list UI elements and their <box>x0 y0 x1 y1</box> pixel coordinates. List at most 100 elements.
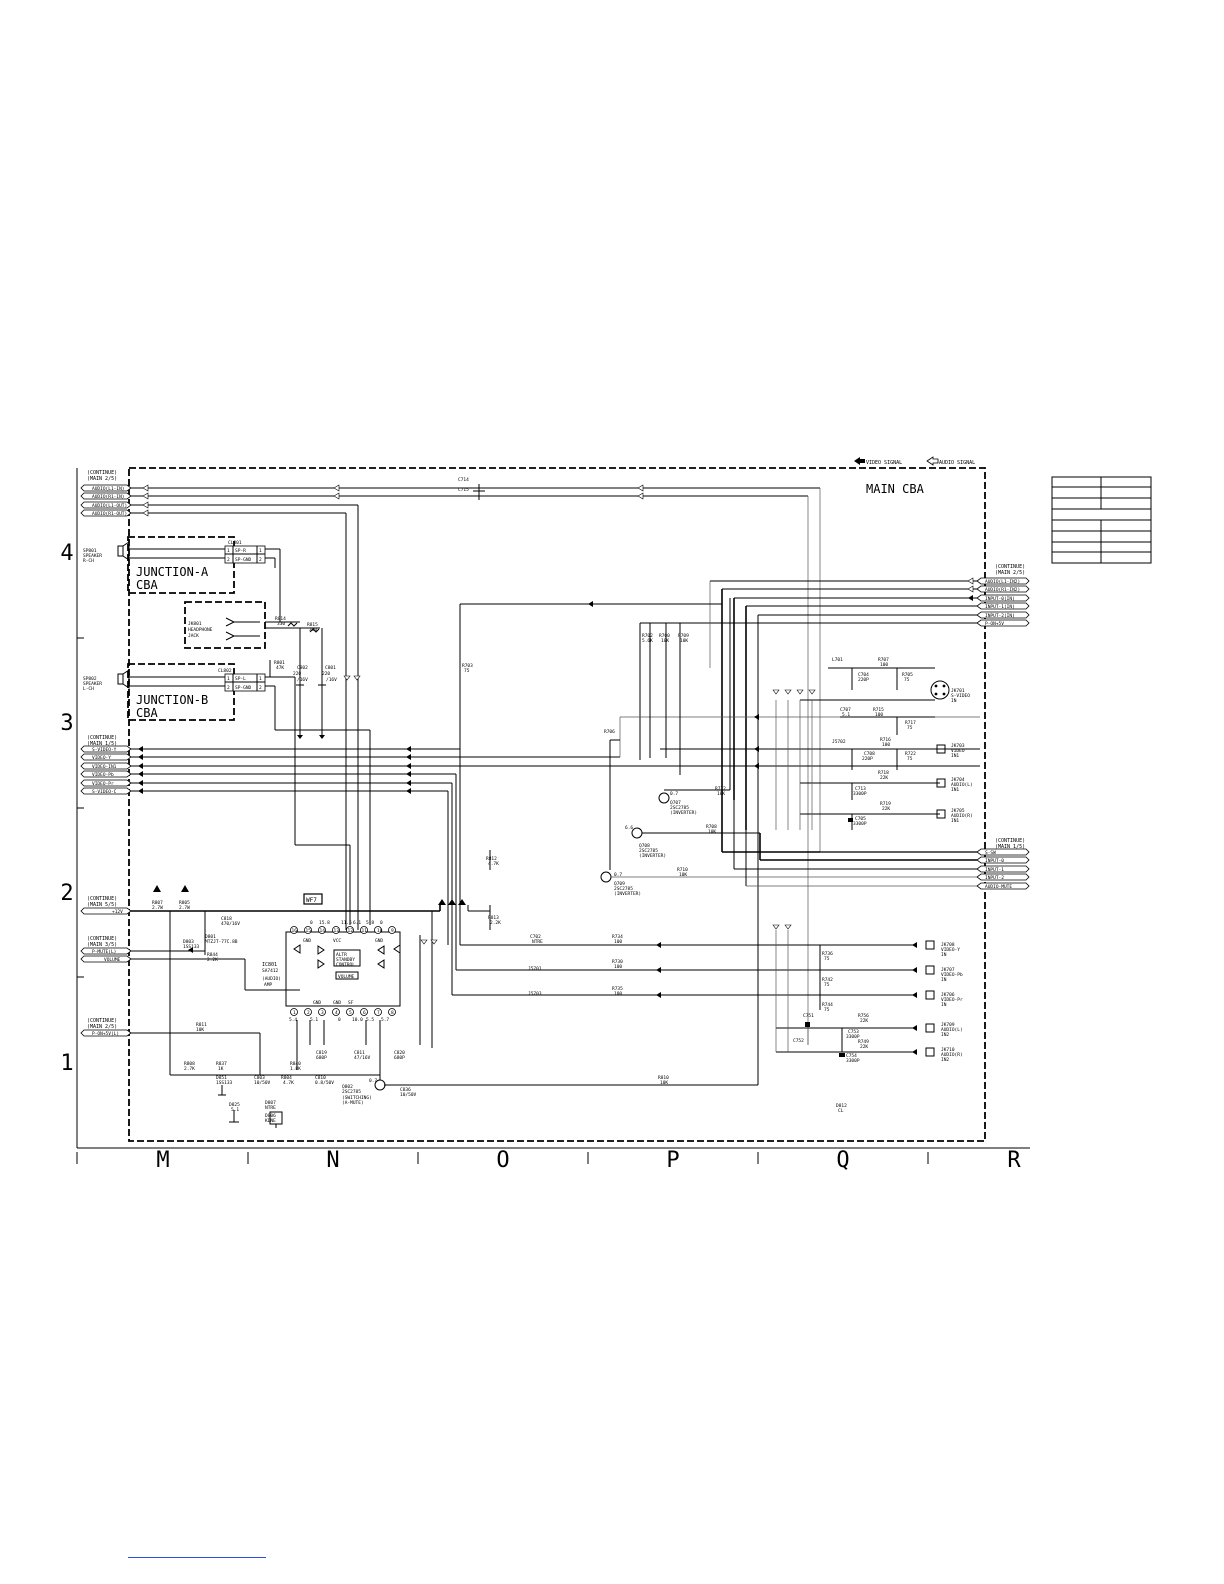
svg-text:10/50V: 10/50V <box>254 1080 271 1086</box>
svg-text:SP-GND: SP-GND <box>235 685 252 691</box>
footer-link-underline[interactable] <box>128 1557 266 1558</box>
column-letter-q: Q <box>836 1148 849 1173</box>
svg-text:C715: C715 <box>458 487 469 493</box>
svg-text:R807: R807 <box>152 900 163 906</box>
svg-text:5.6K: 5.6K <box>642 638 653 644</box>
main-cba-boundary <box>128 467 986 1142</box>
power-amp-wiring <box>131 729 758 1086</box>
svg-text:470/16V: 470/16V <box>221 921 240 927</box>
svg-text:2SC2785: 2SC2785 <box>614 886 633 892</box>
svg-text:CBA: CBA <box>136 706 158 720</box>
ic801-audio-amp: WF7 IC801 SA7412 (AUDIO) AMP ALTR STANDB… <box>262 893 401 1070</box>
column-letter-o: O <box>496 1148 509 1173</box>
svg-text:75: 75 <box>824 1007 830 1013</box>
pin-audio-r1-in: AUDIO(R1-IN) <box>92 494 125 500</box>
svg-text:R708: R708 <box>706 824 717 830</box>
svg-text:R706: R706 <box>604 729 615 735</box>
svg-text:4.7K: 4.7K <box>283 1080 294 1086</box>
svg-text:Q709: Q709 <box>614 881 625 887</box>
svg-text:SP801: SP801 <box>83 548 97 554</box>
svg-text:AUDIO(R): AUDIO(R) <box>941 1052 963 1058</box>
pin-video-pr: VIDEO-Pr <box>92 781 114 787</box>
svg-text:R702: R702 <box>642 633 653 639</box>
svg-text:/16V: /16V <box>297 677 308 683</box>
svg-text:R801: R801 <box>274 660 285 666</box>
pin-s-sw: S-SW <box>985 850 996 856</box>
ic801-pin-numbers: 16 15 14 13 12 11 10 9 1 2 3 4 5 6 7 8 <box>292 928 395 1016</box>
rca-jack-icon <box>936 744 946 754</box>
svg-text:C811: C811 <box>354 1050 365 1056</box>
svg-text:WF7: WF7 <box>306 897 317 904</box>
svg-text:C836: C836 <box>400 1087 411 1093</box>
svg-text:R815: R815 <box>307 622 318 628</box>
svg-text:JK707: JK707 <box>941 967 955 973</box>
svg-text:5.5: 5.5 <box>366 1017 374 1023</box>
svg-text:R719: R719 <box>880 801 891 807</box>
svg-text:2SC2785: 2SC2785 <box>639 848 658 854</box>
svg-text:R813: R813 <box>488 915 499 921</box>
left-connector-audio: (CONTINUE) (MAIN 2/5) AUDIO(L1-IN) AUDIO… <box>80 470 132 517</box>
svg-text:2: 2 <box>259 685 262 691</box>
svg-text:47K: 47K <box>276 665 284 671</box>
row-number-2: 2 <box>60 881 73 906</box>
svg-text:R705: R705 <box>902 672 913 678</box>
svg-text:JK710: JK710 <box>941 1047 955 1053</box>
signal-legend: VIDEO SIGNAL AUDIO SIGNAL <box>854 456 975 466</box>
svg-text:R837: R837 <box>216 1061 227 1067</box>
svg-text:D851: D851 <box>216 1075 227 1081</box>
svg-text:22K: 22K <box>882 806 890 812</box>
svg-text:680P: 680P <box>316 1055 327 1061</box>
svg-text:JK705: JK705 <box>951 808 965 814</box>
svg-text:(CONTINUE): (CONTINUE) <box>87 735 117 741</box>
pin-input-1-in: INPUT-1(IN) <box>985 604 1015 610</box>
svg-text:220P: 220P <box>862 756 873 762</box>
svg-text:(CONTINUE): (CONTINUE) <box>87 936 117 942</box>
lower-jack-section <box>452 924 935 1057</box>
svg-text:IN: IN <box>941 977 947 983</box>
svg-text:KDNE: KDNE <box>265 1118 276 1124</box>
svg-text:6: 6 <box>363 1010 366 1016</box>
svg-text:VIDEO: VIDEO <box>951 748 965 754</box>
svg-text:AUDIO(L): AUDIO(L) <box>941 1027 963 1033</box>
svg-text:10/50V: 10/50V <box>400 1092 417 1098</box>
svg-text:1.8K: 1.8K <box>290 1066 301 1072</box>
svg-text:JACK: JACK <box>188 633 199 639</box>
svg-text:1SS133: 1SS133 <box>216 1080 233 1086</box>
svg-text:D803: D803 <box>183 939 194 945</box>
svg-text:2.7K: 2.7K <box>184 1066 195 1072</box>
svg-text:R844: R844 <box>207 952 218 958</box>
svg-text:(MAIN 2/5): (MAIN 2/5) <box>87 476 117 482</box>
svg-text:R718: R718 <box>878 770 889 776</box>
svg-text:(CONTINUE): (CONTINUE) <box>87 1018 117 1024</box>
svg-text:(INVERTER): (INVERTER) <box>614 891 641 897</box>
svg-text:330: 330 <box>277 621 285 627</box>
svg-text:SPEAKER: SPEAKER <box>83 681 102 687</box>
transistor-q802: 0.7 Q802 2SC2785 (SWITCHING) (A-MUTE) <box>342 1078 386 1106</box>
svg-text:9: 9 <box>391 928 394 934</box>
svg-text:R709: R709 <box>678 633 689 639</box>
svg-text:C803: C803 <box>254 1075 265 1081</box>
revision-table <box>1051 476 1152 564</box>
svg-text:3300P: 3300P <box>846 1058 860 1064</box>
svg-text:IN1: IN1 <box>951 753 959 759</box>
pin-p-on-5v: P-ON+5V <box>985 621 1004 627</box>
svg-text:R812: R812 <box>486 856 497 862</box>
bias-resistors <box>649 623 681 775</box>
svg-text:SP-R: SP-R <box>235 548 246 554</box>
svg-text:IN: IN <box>941 952 947 958</box>
svg-text:AUDIO(R): AUDIO(R) <box>951 813 973 819</box>
svg-text:22K: 22K <box>860 1018 868 1024</box>
svg-text:IN1: IN1 <box>951 818 959 824</box>
svg-text:SF: SF <box>348 1000 354 1006</box>
svg-text:J5703: J5703 <box>528 991 542 997</box>
svg-text:JK706: JK706 <box>941 992 955 998</box>
pin-audio-l1-out: AUDIO(L1-OUT) <box>92 503 127 509</box>
svg-text:C753: C753 <box>848 1029 859 1035</box>
svg-text:2: 2 <box>307 1010 310 1016</box>
svg-text:IN2: IN2 <box>941 1032 949 1038</box>
svg-text:100: 100 <box>880 662 888 668</box>
svg-text:(MAIN 1/5): (MAIN 1/5) <box>87 741 117 747</box>
svg-text:JK703: JK703 <box>951 743 965 749</box>
svg-text:14: 14 <box>320 928 326 934</box>
svg-text:R810: R810 <box>658 1075 669 1081</box>
